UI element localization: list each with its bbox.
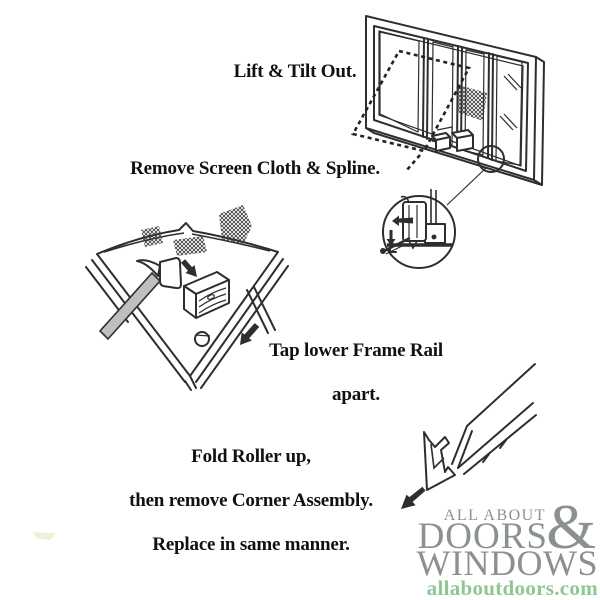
logo-all-about: ALL ABOUT	[443, 507, 546, 524]
caption-fold-roller-line2: then remove Corner Assembly.	[129, 490, 373, 511]
logo-ampersand: &	[546, 491, 596, 562]
logo-doors: DOORS	[417, 516, 548, 557]
arrow-left-icon	[392, 215, 413, 226]
hammer-handle	[98, 271, 162, 341]
caption-fold-roller: Fold Roller up, then remove Corner Assem…	[120, 424, 382, 578]
screen-mesh-patch	[457, 85, 487, 121]
caption-lift-tilt: Lift & Tilt Out.	[233, 61, 357, 82]
caption-tap-rail-line2: apart.	[332, 384, 380, 405]
roller-wheel	[194, 331, 210, 347]
print-smudge	[33, 532, 56, 540]
tilted-screen-dashed-outline	[351, 49, 471, 172]
callout-marker-circle	[477, 145, 505, 173]
company-logo: ALL ABOUT & DOORS WINDOWS allaboutdoors.…	[400, 495, 598, 600]
frame-bottom-hardware	[431, 126, 474, 152]
callout-leader-line	[446, 167, 487, 206]
roller-detail-callout	[380, 189, 456, 269]
corner-hammer-illustration	[85, 205, 289, 391]
glass-reflection-lines	[499, 73, 522, 131]
corner-assembly-illustration	[401, 363, 537, 509]
logo-website-url: allaboutdoors.com	[426, 576, 598, 600]
logo-windows: WINDOWS	[416, 543, 598, 583]
caption-fold-roller-line1: Fold Roller up,	[191, 446, 311, 467]
wood-block	[183, 271, 230, 319]
hammer-icon	[98, 257, 182, 341]
spline-tool	[383, 236, 411, 253]
corner-key-piece	[423, 431, 456, 491]
arrow-down-left-icon	[401, 486, 426, 509]
arrow-down-right-icon	[180, 259, 197, 277]
screen-mesh-patch	[173, 236, 207, 256]
caption-fold-roller-line3: Replace in same manner.	[152, 534, 350, 555]
caption-remove-screen: Remove Screen Cloth & Spline.	[130, 158, 380, 179]
window-frame-illustration	[365, 15, 545, 206]
screen-mesh-patch	[219, 205, 252, 245]
caption-tap-rail-line1: Tap lower Frame Rail	[269, 340, 443, 361]
arrow-down-left-icon	[240, 323, 260, 345]
arrow-down-icon	[386, 230, 396, 246]
caption-tap-rail: Tap lower Frame Rail apart.	[260, 318, 452, 428]
screen-mesh-patch	[141, 226, 163, 247]
